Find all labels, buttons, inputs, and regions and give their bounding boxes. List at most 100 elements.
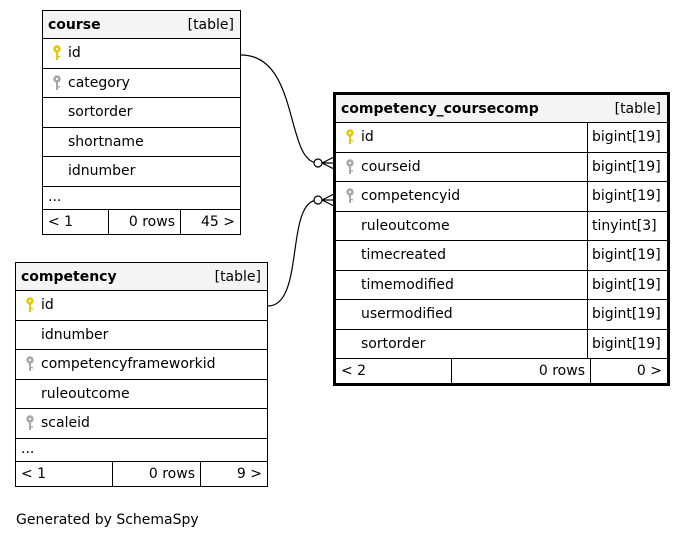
column-name: idnumber (16, 321, 267, 350)
column-type: bigint[19] (587, 300, 667, 329)
column-type: bigint[19] (587, 152, 667, 181)
column-name: id (43, 39, 240, 68)
table-name: competency (21, 268, 117, 285)
table-header: competency [table] (16, 263, 267, 291)
column-name: id (336, 123, 587, 152)
table-footer: < 1 0 rows 45 > (43, 209, 240, 234)
column-label: id (361, 129, 374, 146)
foreign-key-icon (26, 356, 34, 372)
column-name: sortorder (336, 330, 587, 359)
column-row[interactable]: category (43, 69, 240, 98)
column-label: id (68, 45, 81, 62)
column-name: courseid (336, 153, 587, 182)
column-row[interactable]: id bigint[19] (336, 123, 667, 153)
primary-key-icon (53, 45, 61, 61)
column-type: bigint[19] (587, 123, 667, 152)
footer-prev[interactable]: < 1 (48, 213, 74, 230)
column-row[interactable]: timecreated bigint[19] (336, 241, 667, 271)
footer-next[interactable]: 9 > (200, 461, 267, 486)
more-columns: ... (16, 439, 267, 462)
column-row[interactable]: idnumber (16, 321, 267, 350)
column-label: scaleid (41, 415, 90, 432)
column-name: sortorder (43, 98, 240, 127)
column-name: idnumber (43, 157, 240, 186)
column-name: timemodified (336, 271, 587, 300)
primary-key-icon (26, 297, 34, 313)
column-row[interactable]: ruleoutcome (16, 380, 267, 409)
link-course-to-coursecomp (240, 54, 319, 164)
column-label: ruleoutcome (361, 217, 450, 234)
foreign-key-icon (53, 75, 61, 90)
footer-rows: 0 rows (108, 209, 180, 234)
column-label: id (41, 297, 54, 314)
footer-prev[interactable]: < 2 (341, 363, 367, 379)
column-label: sortorder (68, 104, 133, 121)
column-row[interactable]: idnumber (43, 157, 240, 187)
table-tag: [table] (614, 100, 661, 117)
column-name: competencyframeworkid (16, 350, 267, 379)
generated-by-label: Generated by SchemaSpy (16, 512, 199, 528)
footer-next[interactable]: 0 > (590, 359, 667, 383)
column-label: competencyid (361, 188, 461, 205)
table-footer: < 2 0 rows 0 > (336, 359, 667, 383)
footer-rows: 0 rows (451, 359, 590, 383)
column-name: usermodified (336, 300, 587, 329)
column-label: category (68, 74, 130, 91)
column-label: sortorder (361, 335, 426, 352)
table-course[interactable]: course [table] id category sortorder shortn… (42, 10, 241, 235)
table-tag: [table] (187, 16, 234, 33)
column-label: competencyframeworkid (41, 356, 216, 373)
foreign-key-icon (346, 159, 354, 174)
column-row[interactable]: shortname (43, 128, 240, 157)
column-label: courseid (361, 158, 421, 175)
column-name: ruleoutcome (16, 380, 267, 409)
footer-rows: 0 rows (112, 461, 200, 486)
column-row[interactable]: sortorder (43, 98, 240, 128)
table-name: competency_coursecomp (341, 100, 539, 117)
column-name: timecreated (336, 241, 587, 270)
column-row[interactable]: sortorder bigint[19] (336, 329, 667, 359)
table-tag: [table] (214, 268, 261, 285)
table-competency[interactable]: competency [table] id idnumber competencyf… (15, 262, 268, 487)
link-end-circle (313, 158, 323, 168)
column-label: timemodified (361, 276, 454, 293)
column-name: scaleid (16, 409, 267, 438)
column-row[interactable]: scaleid (16, 409, 267, 439)
primary-key-icon (346, 129, 354, 145)
column-label: timecreated (361, 247, 446, 264)
column-row[interactable]: timemodified bigint[19] (336, 270, 667, 300)
column-row[interactable]: id (43, 39, 240, 69)
column-label: ruleoutcome (41, 385, 130, 402)
column-name: category (43, 69, 240, 98)
column-label: idnumber (41, 326, 109, 343)
column-type: bigint[19] (587, 241, 667, 270)
table-header: course [table] (43, 11, 240, 39)
column-row[interactable]: courseid bigint[19] (336, 152, 667, 182)
link-competency-to-coursecomp (267, 199, 319, 307)
table-name: course (48, 16, 101, 33)
column-row[interactable]: competencyframeworkid (16, 350, 267, 380)
column-label: usermodified (361, 306, 453, 323)
column-name: id (16, 291, 267, 320)
footer-next[interactable]: 45 > (180, 209, 240, 234)
column-row[interactable]: id (16, 291, 267, 321)
column-type: bigint[19] (587, 329, 667, 358)
column-label: idnumber (68, 163, 136, 180)
table-footer: < 1 0 rows 9 > (16, 461, 267, 486)
table-header: competency_coursecomp [table] (336, 95, 667, 123)
foreign-key-icon (26, 415, 34, 431)
footer-prev[interactable]: < 1 (21, 465, 47, 482)
column-label: shortname (68, 133, 144, 150)
column-name: ruleoutcome (336, 212, 587, 241)
link-end-circle (313, 195, 323, 205)
column-row[interactable]: usermodified bigint[19] (336, 300, 667, 330)
column-name: competencyid (336, 182, 587, 211)
table-competency-coursecomp[interactable]: competency_coursecomp [table] id bigint[1… (333, 92, 670, 386)
column-type: bigint[19] (587, 270, 667, 299)
foreign-key-icon (346, 188, 354, 204)
more-columns: ... (43, 187, 240, 210)
column-name: shortname (43, 128, 240, 157)
